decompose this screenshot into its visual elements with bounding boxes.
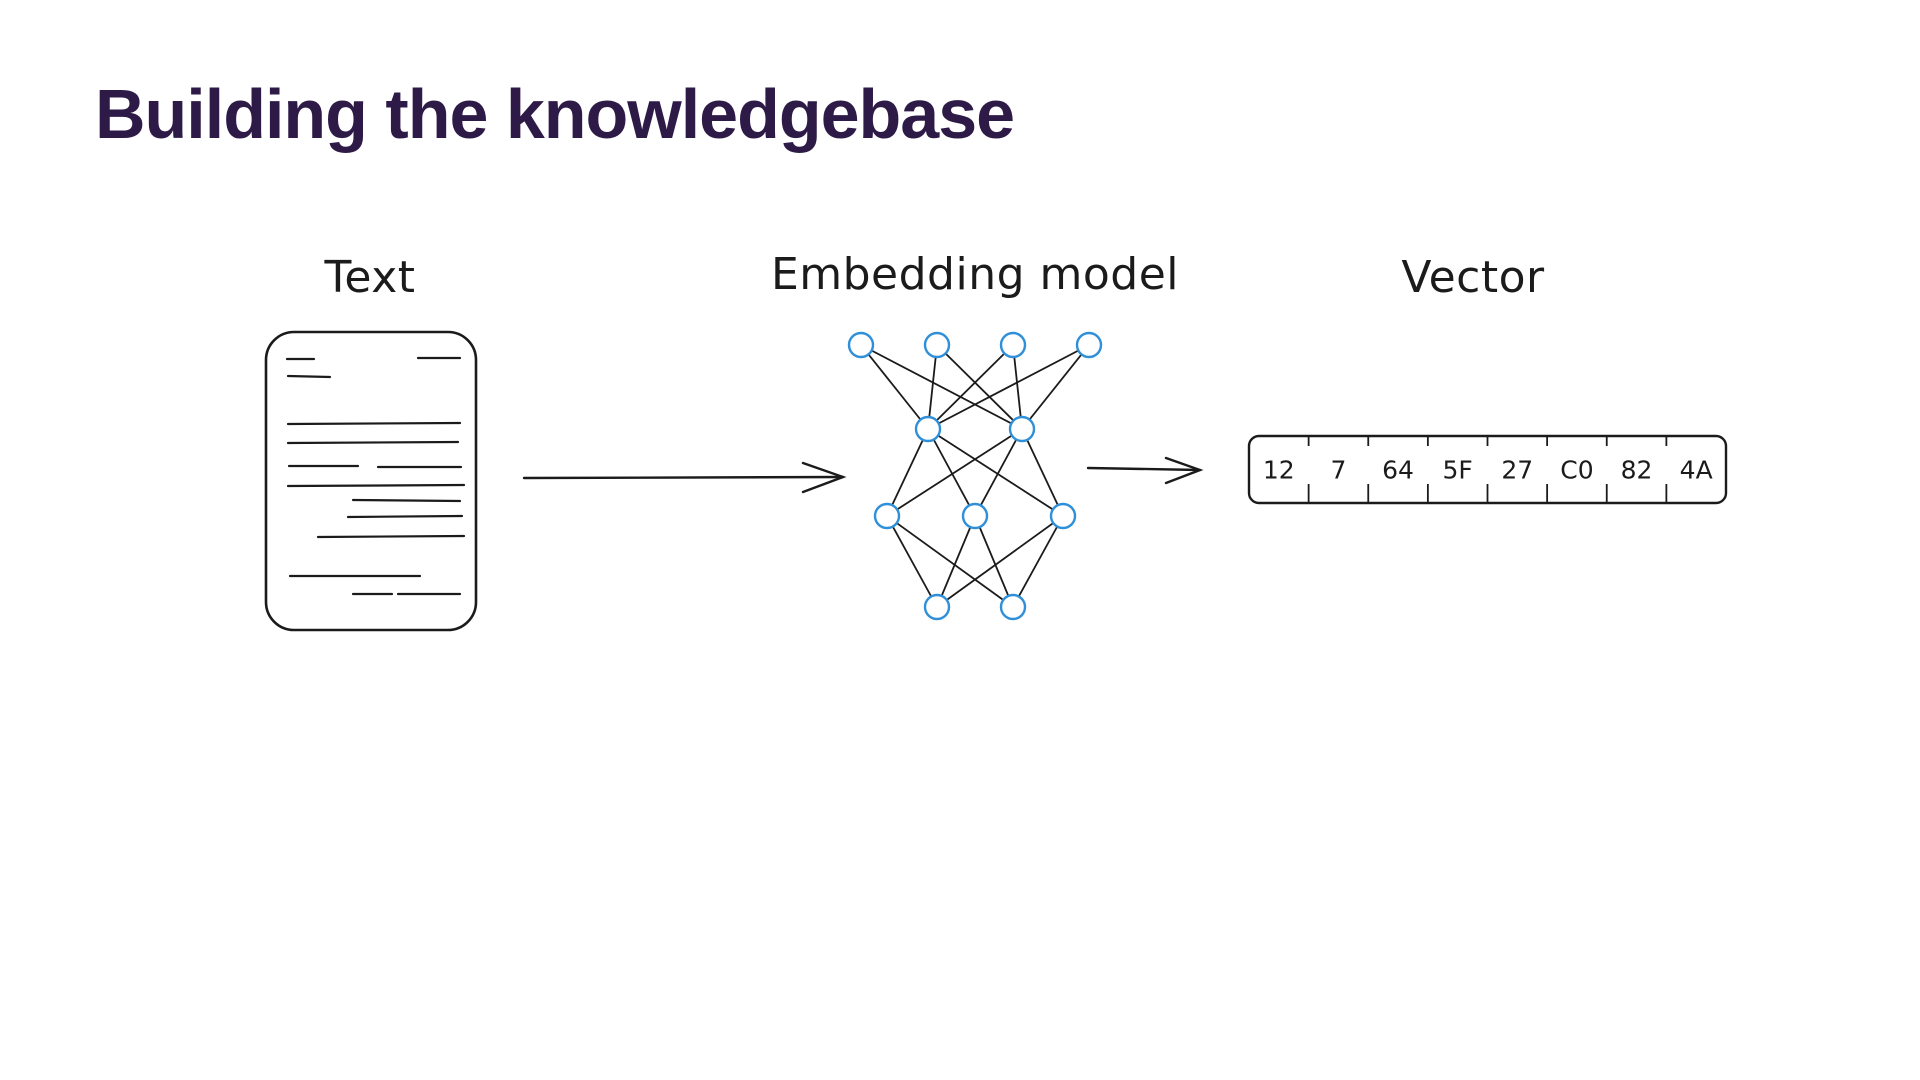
vector-value: 27 (1501, 456, 1533, 485)
network-edge (1021, 428, 1064, 517)
vector-value: 4A (1680, 456, 1713, 485)
network-edge (936, 515, 1064, 608)
network-edge (886, 515, 938, 608)
network-edge (1012, 515, 1064, 608)
arrow-model-to-vector (1086, 456, 1204, 485)
network-edge (927, 344, 1090, 430)
network-edge (860, 344, 929, 430)
network-edge (927, 344, 1014, 430)
network-node (1008, 415, 1036, 443)
embedding-model-stage-label: Embedding model (770, 249, 1180, 300)
network-edge (1012, 344, 1023, 430)
vector-value: 64 (1382, 456, 1414, 485)
document-text-lines (285, 356, 466, 596)
vector-value: 12 (1263, 456, 1295, 485)
network-node (923, 593, 951, 621)
network-edge (927, 344, 938, 430)
vector-stage-label: Vector (1401, 252, 1545, 303)
network-node (914, 415, 942, 443)
network-edge (974, 428, 1023, 517)
vector-value: C0 (1560, 456, 1593, 485)
vector-value: 82 (1621, 456, 1653, 485)
network-edge (936, 344, 1023, 430)
network-node (873, 502, 901, 530)
network-node (923, 331, 951, 359)
network-edge (974, 515, 1014, 608)
network-node (1075, 331, 1103, 359)
network-edge (886, 428, 929, 517)
network-edge (886, 428, 1023, 517)
neural-network-icon (847, 331, 1103, 621)
network-node (847, 331, 875, 359)
network-edge (860, 344, 1023, 430)
network-edge (927, 428, 1064, 517)
network-edge (927, 428, 976, 517)
network-edge (936, 515, 976, 608)
vector-array: 12 7 64 5F 27 C0 82 4A (1247, 434, 1728, 505)
document-icon (264, 330, 478, 632)
arrow-text-to-model (522, 461, 847, 494)
text-stage-label: Text (324, 252, 416, 303)
network-edge (1021, 344, 1090, 430)
vector-value: 5F (1443, 456, 1473, 485)
network-node (999, 331, 1027, 359)
document-outline (264, 330, 478, 632)
network-node (1049, 502, 1077, 530)
network-node (961, 502, 989, 530)
slide-title: Building the knowledgebase (95, 75, 1015, 153)
network-node (999, 593, 1027, 621)
vector-value: 7 (1330, 456, 1346, 485)
network-edge (886, 515, 1014, 608)
